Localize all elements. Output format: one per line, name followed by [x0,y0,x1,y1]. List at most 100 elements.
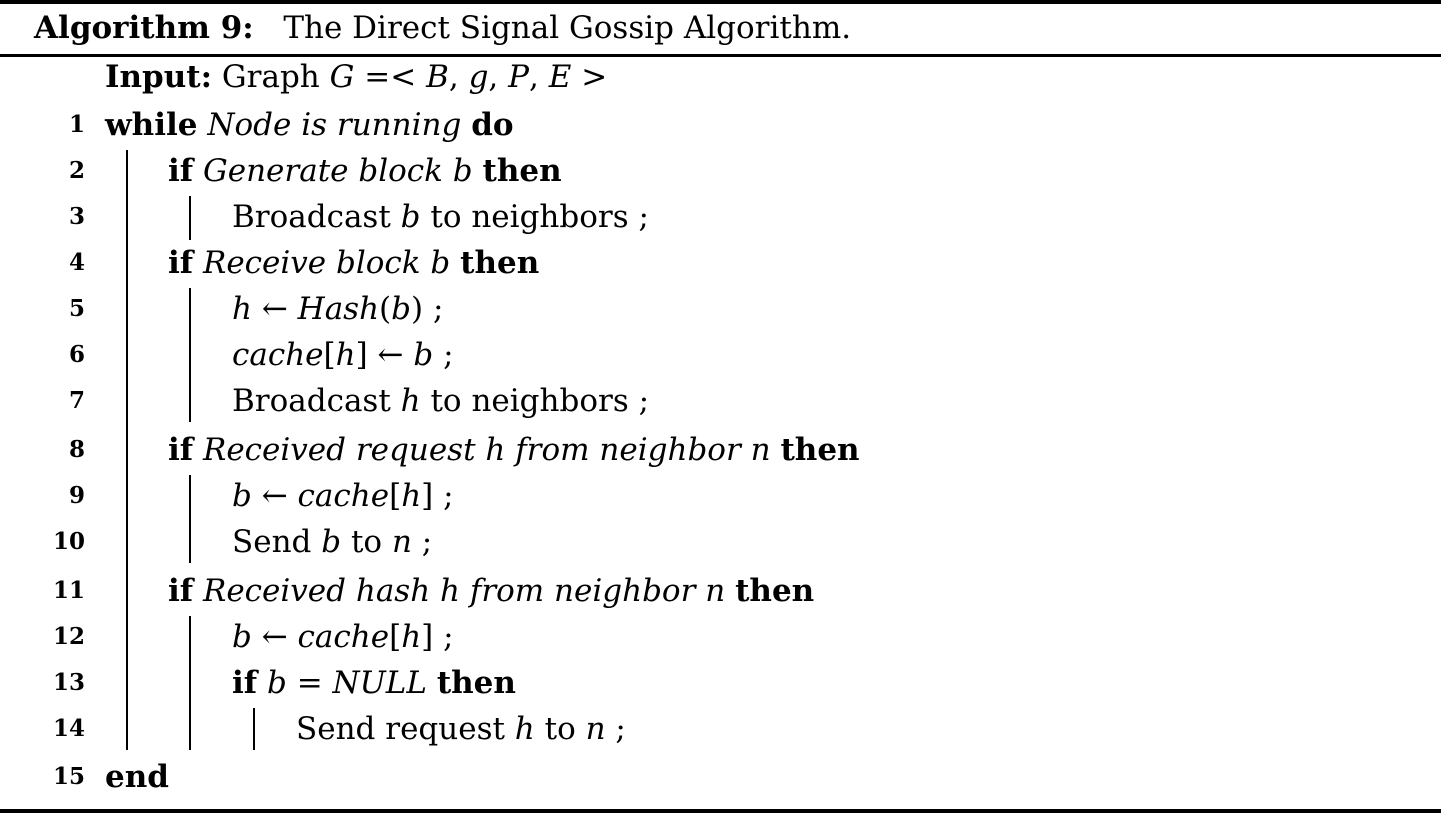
line-text: if Receive block b then [168,242,539,284]
math-term: cache [297,619,390,655]
plain-text: = [286,665,333,701]
plain-text: ; [411,524,433,560]
math-term: Hash [297,291,380,327]
caption-rule [0,54,1441,57]
plain-text: > [571,59,608,95]
plain-text: Graph [212,59,330,95]
block-indent-bar [253,708,255,750]
algorithm-line: 7 Broadcast h to neighbors ; [0,380,1441,422]
plain-text: ] ; [421,619,454,655]
algorithm-line: 8 if Received request h from neighbor n t… [0,429,1441,471]
line-number: 8 [68,436,85,463]
keyword: then [436,665,516,701]
line-number: 12 [52,623,85,650]
plain-text: Send [232,524,322,560]
plain-text: ← [251,478,298,514]
plain-text [461,107,471,143]
block-indent-bar [189,196,191,240]
math-term: cache [232,337,324,373]
keyword: if [168,432,194,468]
plain-text [198,107,208,143]
math-term: E [548,59,572,95]
block-indent-bar [189,475,191,563]
plain-text: =< [354,59,427,95]
line-text: Input: Graph G =< B, g, P, E > [105,56,607,98]
keyword: if [168,153,194,189]
block-indent-bar [189,616,191,750]
plain-text: [ [323,337,336,373]
line-text: b ← cache[h] ; [232,475,454,517]
keyword: then [482,153,562,189]
line-number: 4 [68,249,85,276]
plain-text: ← [251,619,298,655]
math-term: b [400,199,421,235]
math-term: h [335,337,356,373]
line-number: 7 [68,387,85,414]
line-text: end [105,756,169,798]
plain-text [450,245,460,281]
plain-text: ] ← [355,337,414,373]
plain-text: to [534,711,586,747]
line-text: h ← Hash(b) ; [232,288,443,330]
math-term: b [232,478,252,514]
math-term: h [401,478,422,514]
keyword: end [105,759,169,795]
line-text: if Generate block b then [168,150,562,192]
line-number: 11 [52,577,85,604]
plain-text: [ [389,478,402,514]
keyword: if [168,573,194,609]
math-term: h [232,291,252,327]
math-term: n [391,524,412,560]
line-text: Send request h to n ; [296,708,626,750]
algorithm-line: 2 if Generate block b then [0,150,1441,192]
line-text: if b = NULL then [232,662,516,704]
line-number: 1 [68,111,85,138]
block-indent-bar [126,150,128,750]
bottom-rule [0,809,1441,813]
line-text: if Received request h from neighbor n th… [168,429,860,471]
plain-text: , [529,59,549,95]
plain-text: Send request [296,711,515,747]
keyword: while [105,107,198,143]
math-term: G [329,59,355,95]
math-term: P [508,59,529,95]
math-term: b [413,337,434,373]
math-term: B [426,59,449,95]
plain-text [193,245,203,281]
plain-text: , [448,59,469,95]
plain-text: ← [251,291,298,327]
math-term: Received hash h from neighbor n [202,573,726,609]
plain-text: Broadcast [232,383,401,419]
algorithm-line: 14 Send request h to n ; [0,708,1441,750]
line-number: 14 [52,715,85,742]
line-text: b ← cache[h] ; [232,616,454,658]
algorithm-line: 13 if b = NULL then [0,662,1441,704]
line-number: 10 [52,528,85,555]
keyword: do [471,107,514,143]
math-term: b [321,524,342,560]
plain-text: ; [433,337,454,373]
line-number: 3 [68,203,85,230]
math-term: cache [297,478,390,514]
algorithm-line: 12 b ← cache[h] ; [0,616,1441,658]
line-number: 13 [52,669,85,696]
line-text: cache[h] ← b ; [232,334,454,376]
math-term: b [266,665,287,701]
math-term: h [400,383,421,419]
plain-text [257,665,267,701]
line-text: Broadcast h to neighbors ; [232,380,649,422]
block-indent-bar [189,288,191,422]
keyword: if [232,665,258,701]
algorithm-title: The Direct Signal Gossip Algorithm. [283,10,852,46]
plain-text [193,432,203,468]
keyword: then [780,432,860,468]
line-number: 2 [68,157,85,184]
keyword: if [168,245,194,281]
plain-text [725,573,735,609]
